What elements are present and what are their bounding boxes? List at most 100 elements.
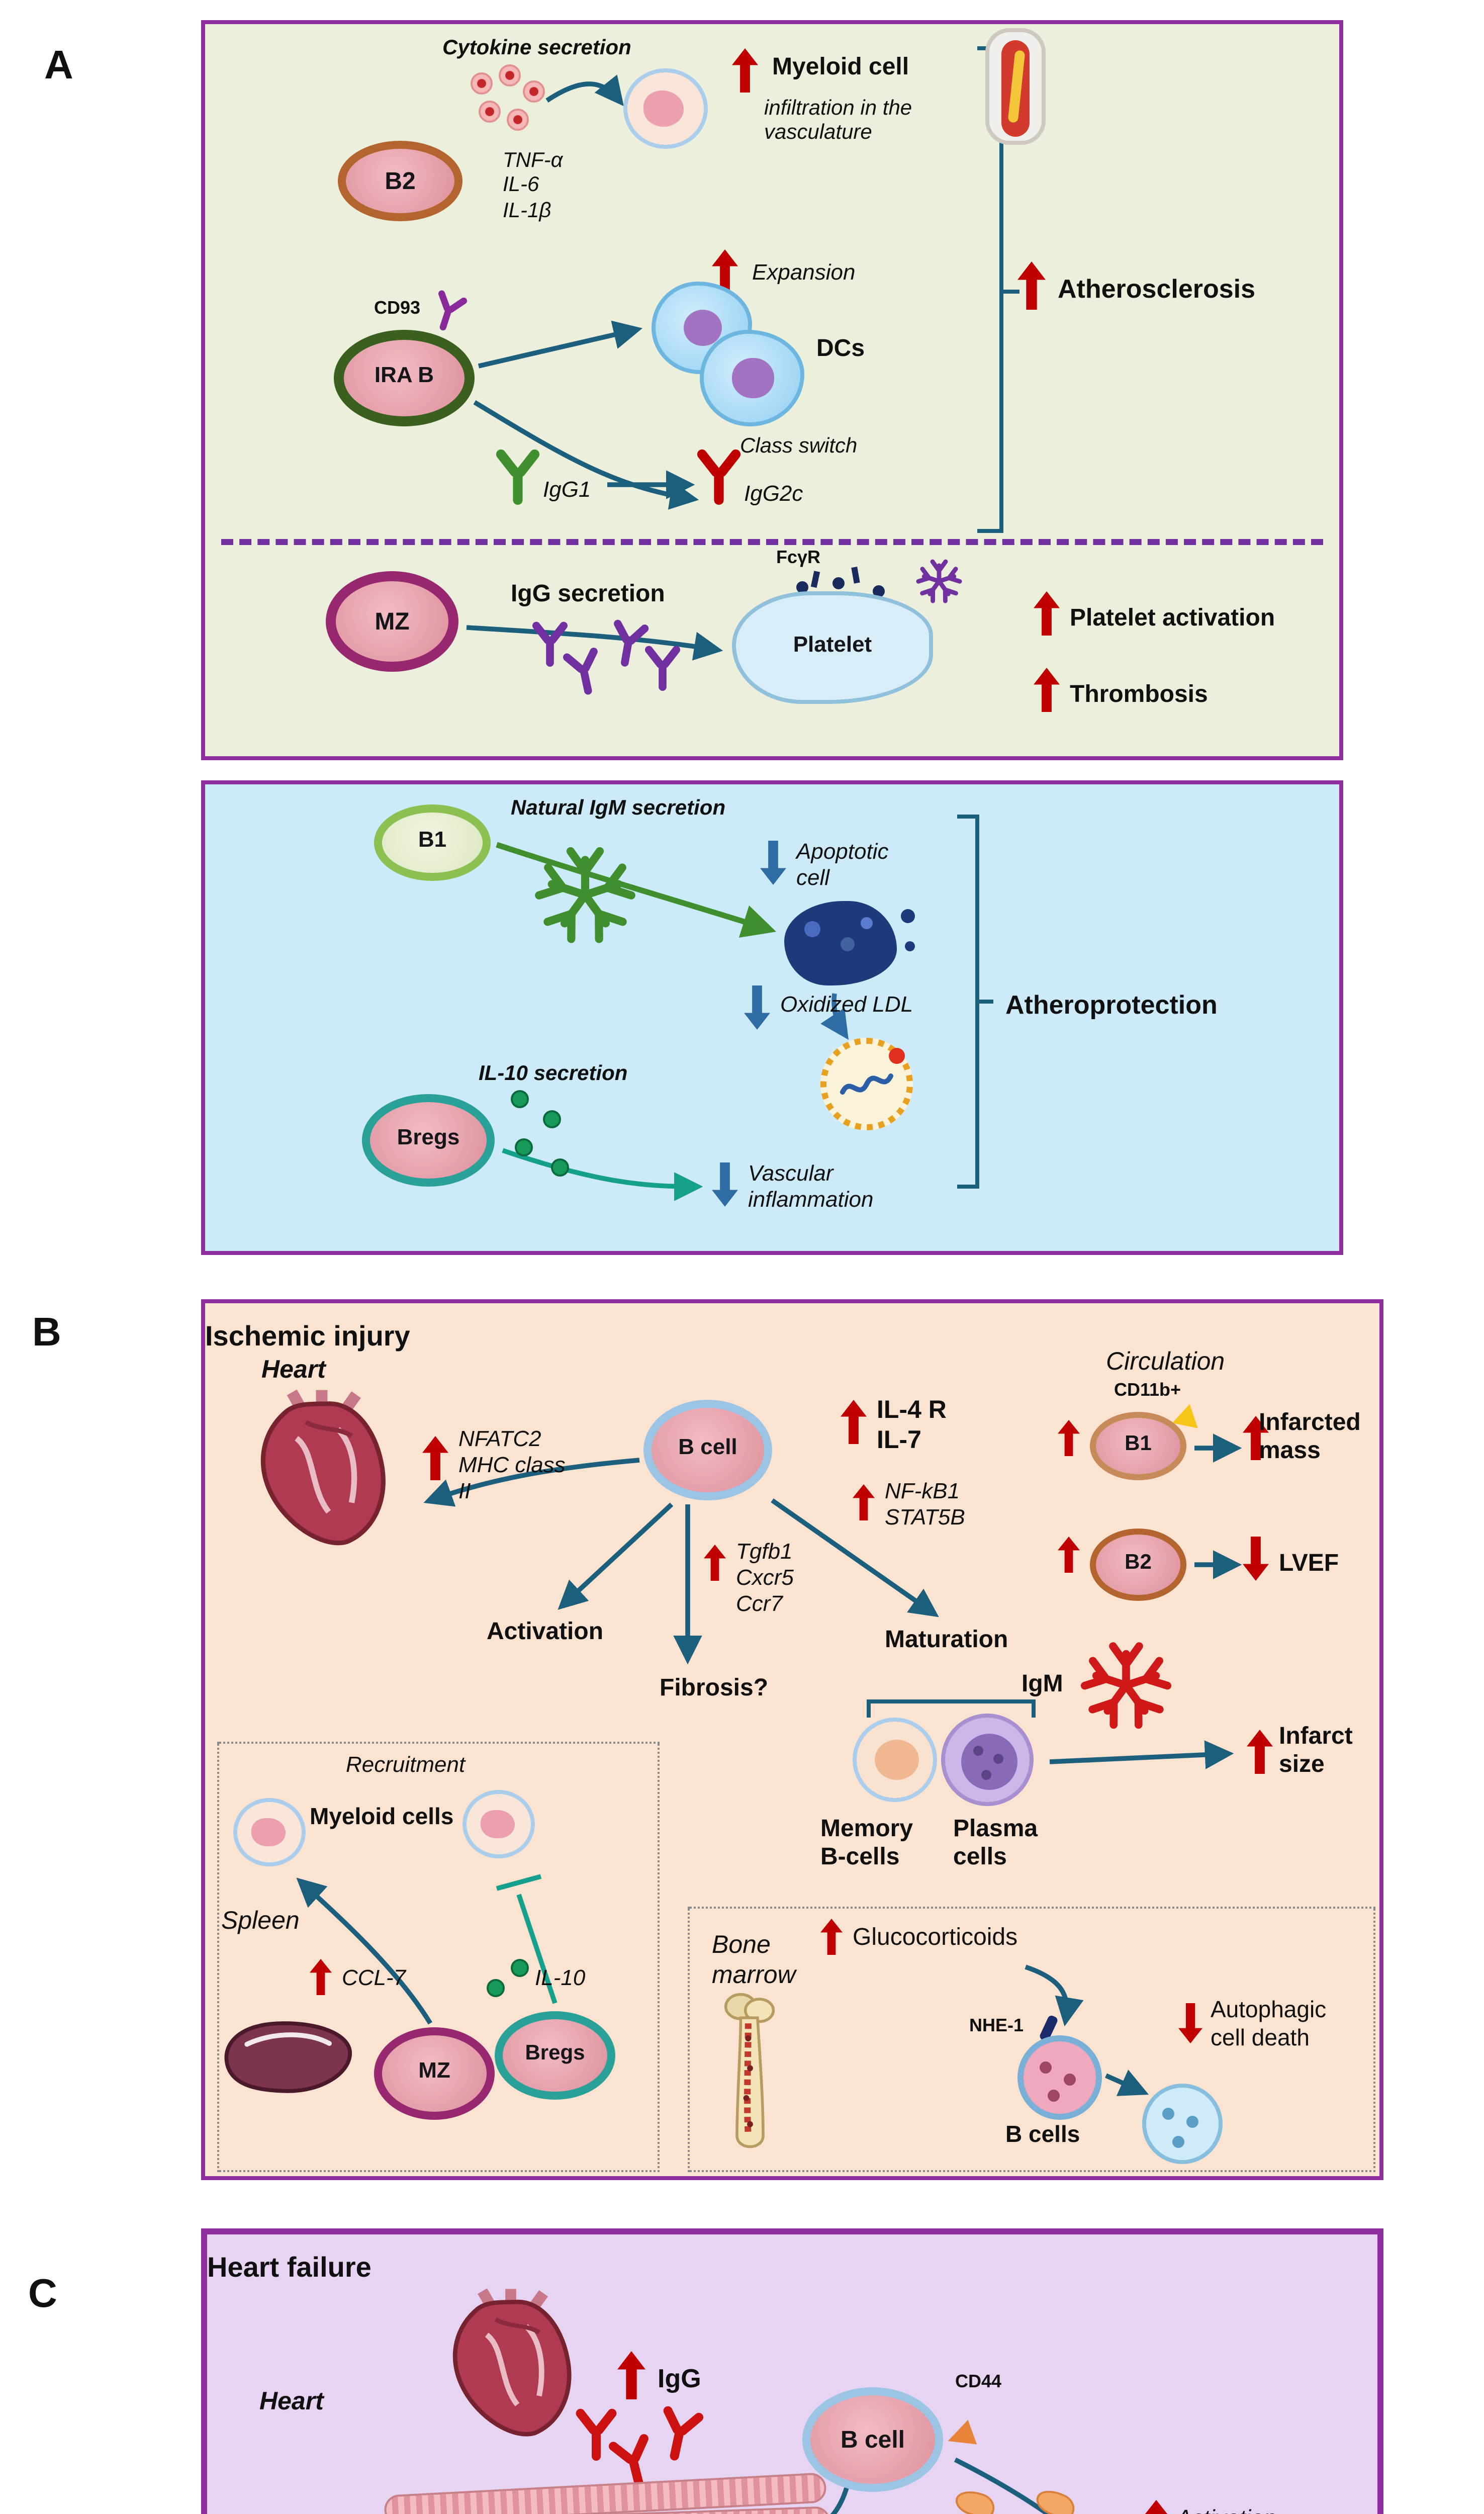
panel-a2-connectors [496,815,993,1201]
mz-cell: MZ [326,571,458,672]
bone-marrow-label: Bone marrow [712,1931,796,1989]
maturation-label: Maturation [885,1625,1008,1653]
circulation-label: Circulation [1106,1348,1225,1376]
b1-cell-label: B1 [418,829,447,853]
panel-c-connectors [830,2457,1052,2514]
cardiomyocyte-label: Cardiomyocyte [585,2510,760,2514]
b2-circulation-cell: B2 [1090,1529,1186,1601]
heart-icon [249,1388,394,1549]
il10-dot-icon [487,1979,505,1997]
il10-dot-icon [551,1158,569,1177]
ira-b-cell-label: IRA B [374,364,434,389]
b1-cell: B1 [374,804,491,881]
platelet-label: Platelet [793,634,872,658]
b1-circ-label: B1 [1125,1432,1152,1457]
igg-antibody-icon [659,665,667,691]
fcgr-label: FcγR [776,547,821,567]
igm-label: IgM [1022,1669,1063,1697]
autophagic-label: Autophagic cell death [1211,1999,1327,2051]
igg1-label: IgG1 [543,479,591,503]
b-cells-icon [1017,2035,1102,2120]
heart-label: Heart [261,1356,326,1384]
heart-failure-box: Heart failure Heart IgG B cell CD44 Card… [201,2228,1383,2514]
il10-dot-icon [511,1959,529,1977]
apoptotic-cell-label: Apoptotic cell [796,841,889,891]
b-cell-label: B cell [678,1436,737,1461]
lvef-label: LVEF [1279,1549,1339,1577]
cd44-label: CD44 [955,2371,1002,2391]
mz-spleen-label: MZ [418,2059,450,2084]
bregs-cell-label: Bregs [397,1126,460,1151]
panel-b-label: B [32,1311,61,1356]
il10-dot-icon [543,1110,561,1128]
nfkb1-stat5b-label: NF-kB1 STAT5B [885,1480,965,1531]
nfatc2-mhc-label: NFATC2 MHC class II [458,1428,566,1504]
il10-label: IL-10 [535,1967,586,1991]
memory-b-cells-label: Memory B-cells [820,1814,913,1871]
myeloid-cell-label: Myeloid cell [772,52,909,80]
igg1-antibody-icon [513,473,523,505]
platelet-activation-label: Platelet activation [1070,603,1275,632]
panel-c-label: C [28,2273,57,2317]
activation-label: Activation [487,1617,604,1645]
b2-circ-label: B2 [1125,1551,1152,1576]
igg2c-label: IgG2c [744,483,803,507]
atherosclerosis-label: Atherosclerosis [1058,274,1256,304]
atherosclerosis-box: Cytokine secretion B2 TNF-α IL-6 IL-1β M… [201,20,1343,760]
panel-b-connectors [296,1433,1242,2096]
ccl7-label: CCL-7 [342,1967,406,1991]
thrombosis-label: Thrombosis [1070,680,1208,708]
infiltration-label: infiltration in the vasculature [764,97,912,146]
dendritic-cell-icon [652,282,752,374]
igg-antibody-icon [592,2431,601,2461]
myeloid-cells-label: Myeloid cells [310,1806,454,1830]
il10-secretion-label: IL-10 secretion [479,1062,628,1086]
heart-icon [424,2287,597,2440]
igg2c-antibody-icon [714,473,724,505]
b-cells-label: B cells [1005,2124,1080,2148]
myeloid-cell-icon [623,68,708,149]
spleen-subpanel [217,1742,660,2172]
cd11b-label: CD11b+ [1114,1380,1181,1400]
fibrosis-label: Fibrosis? [660,1673,769,1701]
tgfb1-cxcr5-ccr7-label: Tgfb1 Cxcr5 Ccr7 [736,1541,794,1617]
bregs-cell-spleen: Bregs [495,2011,615,2100]
b-cell: B cell [643,1400,772,1500]
vascular-inflammation-label: Vascular inflammation [748,1162,874,1213]
cytokine-list: TNF-α IL-6 IL-1β [503,149,563,223]
infarct-size-label: Infarct size [1279,1722,1353,1778]
igg-secretion-label: IgG secretion [511,579,665,607]
glucocorticoids-label: Glucocorticoids [853,1923,1018,1951]
mz-cell-label: MZ [375,606,410,635]
cd93-label: CD93 [374,298,421,318]
bone-marrow-subpanel [688,1907,1375,2172]
mz-cell-spleen: MZ [374,2027,495,2120]
myeloid-cell-icon [233,1798,306,1866]
igg-label: IgG [658,2363,701,2393]
atheroprotection-label: Atheroprotection [1005,990,1218,1020]
divider-dashed [221,539,1323,545]
apoptotic-cell-icon [784,901,915,985]
b2-cell: B2 [338,141,462,221]
plasma-cell-icon [941,1714,1034,1806]
infarcted-mass-label: Infarcted mass [1259,1408,1361,1465]
atheroprotection-box: B1 Natural IgM secretion Apoptotic cell … [201,780,1343,1255]
dcs-label: DCs [816,334,865,362]
expansion-label: Expansion [752,261,856,286]
b1-circulation-cell: B1 [1090,1412,1186,1480]
igg-antibody-icon [546,641,554,667]
plasma-cells-label: Plasma cells [953,1814,1038,1871]
b-cell-label: B cell [840,2425,905,2453]
spleen-icon [217,2008,362,2107]
cytokine-dots-icon [458,60,567,141]
class-switch-label: Class switch [740,434,858,459]
oxidized-ldl-label: Oxidized LDL [780,994,913,1018]
ischemic-injury-box: Ischemic injury Circulation Heart NFATC2… [201,1299,1383,2180]
myeloid-cell-icon [462,1790,535,1858]
heart-label: Heart [259,2387,324,2415]
memory-b-cell-icon [853,1718,937,1802]
b-cell: B cell [802,2387,943,2492]
activation-label: Activation [1176,2508,1276,2514]
platelet-granule-icon [832,577,845,589]
